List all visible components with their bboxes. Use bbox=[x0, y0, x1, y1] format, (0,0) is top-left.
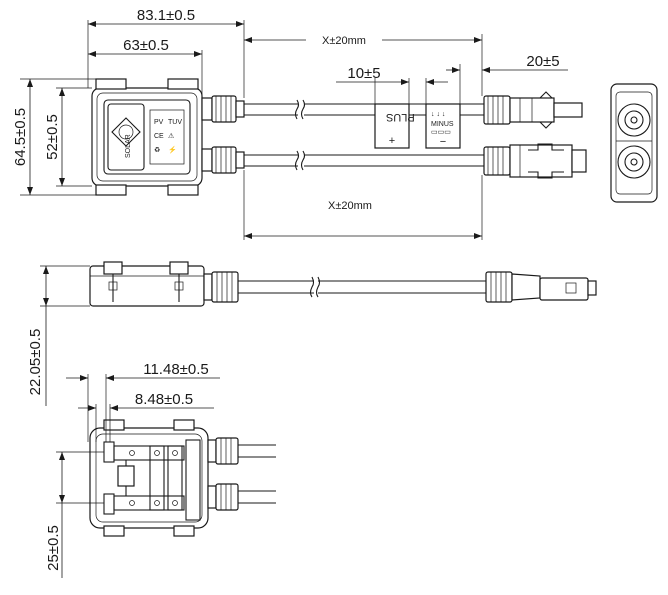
dim-housing-width: 63±0.5 bbox=[88, 37, 203, 98]
plus-marker-tag: PLUS + bbox=[374, 103, 415, 149]
dim-connector-offset: 20±5 bbox=[446, 53, 568, 104]
connector-end-view bbox=[610, 83, 658, 203]
dim-housing-height: 52±0.5 bbox=[44, 87, 92, 187]
dim-pin-spacing-inner: 8.48±0.5 bbox=[78, 391, 214, 442]
bottom-clip-left bbox=[95, 184, 127, 196]
connector-offset-label: 20±5 bbox=[526, 53, 559, 70]
dim-cable-length-bottom: X±20mm bbox=[243, 170, 483, 240]
brand-logo-icon bbox=[111, 117, 141, 147]
svg-text:CE: CE bbox=[154, 133, 164, 140]
overall-width-label: 83.1±0.5 bbox=[137, 7, 195, 24]
label-offset-label: 10±5 bbox=[347, 65, 380, 82]
base-housing bbox=[89, 427, 209, 529]
dim-terminal-pitch: 25±0.5 bbox=[45, 451, 104, 578]
svg-text:♻: ♻ bbox=[154, 147, 160, 154]
svg-text:⚡: ⚡ bbox=[168, 145, 177, 154]
minus-marker-tag: ↓ ↓ ↓ MINUS ▭▭▭ − bbox=[425, 103, 461, 149]
svg-text:↓ ↓ ↓: ↓ ↓ ↓ bbox=[431, 111, 445, 118]
connector-male bbox=[483, 91, 583, 129]
housing-height-label: 52±0.5 bbox=[44, 114, 61, 160]
svg-text:SOLAR: SOLAR bbox=[125, 134, 132, 158]
pin-spacing-inner-label: 8.48±0.5 bbox=[135, 391, 193, 408]
housing-width-label: 63±0.5 bbox=[123, 37, 169, 54]
dim-overall-width: 83.1±0.5 bbox=[87, 7, 245, 98]
svg-text:▭▭▭: ▭▭▭ bbox=[431, 129, 451, 136]
svg-text:−: − bbox=[440, 136, 446, 148]
cable-gland-top bbox=[201, 95, 245, 123]
lid-label-panel bbox=[103, 99, 191, 175]
svg-text:PV: PV bbox=[154, 119, 164, 126]
side-view: 22.05±0.5 bbox=[27, 261, 597, 406]
terminal-pitch-label: 25±0.5 bbox=[45, 525, 62, 571]
bottom-clip-right bbox=[167, 184, 199, 196]
overall-height-label: 64.5±0.5 bbox=[12, 108, 29, 166]
plus-sign: + bbox=[389, 135, 395, 147]
bottom-view: 11.48±0.5 8.48±0.5 25±0.5 bbox=[45, 361, 276, 578]
cable-length-bottom-label: X±20mm bbox=[328, 200, 372, 212]
bypass-diode bbox=[117, 465, 135, 487]
cable-bottom bbox=[244, 150, 486, 171]
top-clip-left bbox=[95, 78, 127, 90]
dim-pin-spacing-outer: 11.48±0.5 bbox=[66, 361, 220, 442]
dim-label-offset: 10±5 bbox=[336, 65, 448, 104]
dim-overall-height: 64.5±0.5 bbox=[12, 78, 96, 196]
top-view: SOLAR PV TUV CE ⚠ ♻ ⚡ bbox=[12, 7, 658, 240]
cable-gland-bottom bbox=[201, 146, 245, 174]
cable-length-top-label: X±20mm bbox=[322, 35, 366, 47]
side-height-label: 22.05±0.5 bbox=[27, 329, 44, 396]
top-clip-right bbox=[167, 78, 199, 90]
svg-text:TUV: TUV bbox=[168, 119, 182, 126]
pin-spacing-outer-label: 11.48±0.5 bbox=[143, 361, 209, 378]
connector-female bbox=[483, 143, 587, 179]
junction-box-housing bbox=[91, 87, 203, 187]
svg-text:⚠: ⚠ bbox=[168, 132, 174, 140]
svg-text:MINUS: MINUS bbox=[431, 121, 454, 128]
plus-label: PLUS bbox=[386, 111, 415, 123]
dim-cable-length-top: X±20mm bbox=[244, 34, 483, 96]
